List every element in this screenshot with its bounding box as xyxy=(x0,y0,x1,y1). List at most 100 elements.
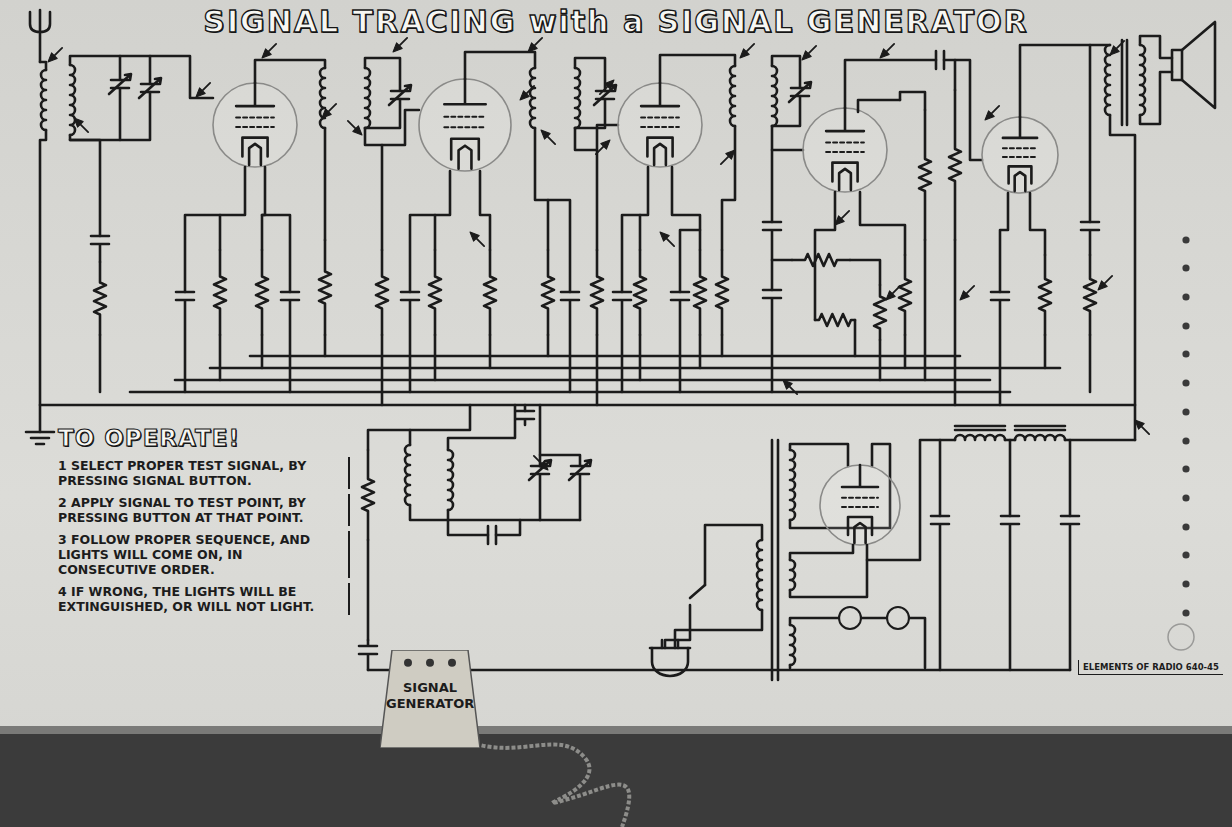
tube-envelope xyxy=(618,83,702,167)
test-point-arrow xyxy=(45,45,65,65)
wire xyxy=(547,335,550,356)
tube-grid xyxy=(236,117,274,127)
test-point-arrow xyxy=(1132,417,1152,437)
coil-symbol xyxy=(575,68,580,128)
capacitor-symbol xyxy=(516,411,534,425)
title: SIGNAL TRACING with a SIGNAL GENERATOR xyxy=(0,4,1232,39)
wire xyxy=(699,335,702,368)
arrow-tail xyxy=(534,38,542,46)
wire xyxy=(365,110,419,145)
capacitor-symbol xyxy=(613,292,631,392)
wire xyxy=(120,92,150,140)
coil-symbol xyxy=(41,70,46,130)
resistor-symbol xyxy=(815,314,855,326)
iron-core xyxy=(1015,426,1065,430)
indicator-lights xyxy=(1168,236,1194,650)
wire xyxy=(367,540,370,640)
capacitor-symbol xyxy=(401,292,419,392)
choke-symbol xyxy=(955,435,1005,440)
wire xyxy=(772,259,792,262)
panel-heading: TO OPERATE! xyxy=(58,425,350,451)
arrow-tail xyxy=(526,86,534,94)
resistor-symbol xyxy=(256,250,268,335)
wire xyxy=(790,618,839,625)
indicator-light xyxy=(1182,580,1189,587)
test-point-arrow xyxy=(467,229,487,249)
wire xyxy=(596,150,599,250)
indicator-light xyxy=(1182,523,1189,530)
wire xyxy=(1069,440,1072,516)
wire xyxy=(858,100,900,112)
capacitor-symbol xyxy=(991,292,1009,405)
wire xyxy=(185,215,220,292)
test-point-arrow xyxy=(531,453,551,473)
tube-cathode xyxy=(832,163,857,182)
wire xyxy=(262,167,265,250)
plate-label: ELEMENTS OF RADIO 640-45 xyxy=(1078,660,1223,675)
resistor-symbol xyxy=(484,250,496,335)
instruction-step: 3 FOLLOW PROPER SEQUENCE, AND LIGHTS WIL… xyxy=(58,531,350,578)
arrow-tail xyxy=(991,106,999,114)
wire xyxy=(672,167,700,250)
tube-grid xyxy=(641,117,679,127)
instruction-step: 1 SELECT PROPER TEST SIGNAL, BY PRESSING… xyxy=(58,457,350,489)
pilot-lamp xyxy=(839,607,861,629)
resistor-symbol xyxy=(429,250,441,335)
wire xyxy=(149,56,152,84)
wire xyxy=(70,88,120,140)
wire xyxy=(1110,115,1135,440)
wire xyxy=(119,56,122,80)
resistor-symbol xyxy=(716,250,728,335)
wire xyxy=(70,56,213,98)
wire xyxy=(40,130,46,432)
arrow-tail xyxy=(1104,276,1112,284)
resistor-symbol xyxy=(634,250,646,335)
test-point-arrow xyxy=(832,208,852,228)
wire xyxy=(448,405,515,450)
wire xyxy=(548,200,570,292)
wire xyxy=(465,52,535,79)
wire xyxy=(790,545,853,560)
wire xyxy=(99,335,102,392)
capacitor-symbol xyxy=(763,222,781,290)
wire xyxy=(70,140,100,236)
wire xyxy=(789,665,792,668)
pilot-lamp xyxy=(887,607,909,629)
wire xyxy=(1089,45,1092,222)
arrow-tail xyxy=(596,146,604,154)
wire xyxy=(924,240,927,380)
bus-wire xyxy=(40,404,1135,407)
resistor-symbol xyxy=(792,254,850,266)
bus-wire xyxy=(210,367,1060,370)
speaker-symbol xyxy=(1182,22,1215,108)
wire xyxy=(954,60,957,90)
test-point-arrow xyxy=(657,229,677,249)
test-point-arrow xyxy=(597,77,617,97)
resistor-symbol xyxy=(1084,255,1096,335)
arrow-tail xyxy=(1141,426,1149,434)
indicator-light xyxy=(1182,437,1189,444)
speaker-symbol xyxy=(1172,50,1182,80)
wire xyxy=(861,618,925,668)
coil-symbol xyxy=(70,65,75,135)
arrow-tail xyxy=(892,286,900,294)
wire xyxy=(324,335,327,356)
coil-symbol xyxy=(405,445,410,505)
wire xyxy=(772,126,803,150)
indicator-light xyxy=(1182,264,1189,271)
wire xyxy=(365,99,400,128)
wire xyxy=(255,60,325,83)
arrow-tail xyxy=(328,104,336,112)
indicator-light xyxy=(1182,293,1189,300)
variable-capacitor-arrow xyxy=(569,460,591,480)
wire xyxy=(675,610,762,648)
coil-symbol xyxy=(1105,45,1110,115)
bus-wire xyxy=(175,379,990,382)
wire xyxy=(489,335,492,368)
coil-symbol xyxy=(730,66,735,126)
tube-envelope xyxy=(803,108,887,192)
resistor-symbol xyxy=(94,262,106,335)
tube-filament xyxy=(1015,172,1026,191)
wire xyxy=(480,171,490,250)
